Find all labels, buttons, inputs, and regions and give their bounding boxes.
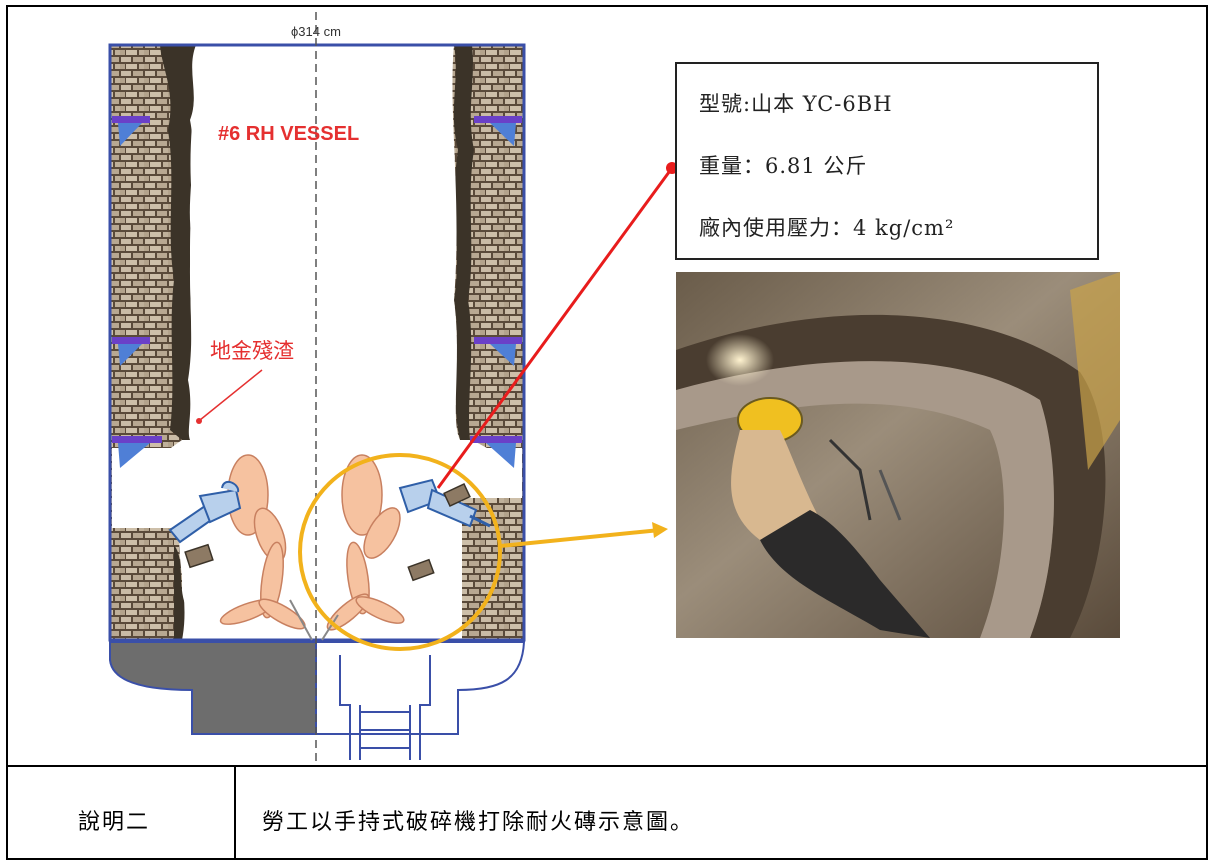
diameter-label: ϕ314 cm (291, 24, 341, 39)
yellow-arrow (499, 522, 668, 548)
spec-weight: 重量：6.81 公斤 (699, 154, 868, 178)
spec-model: 型號:山本 YC-6BH (699, 92, 893, 116)
slag-pointer (199, 369, 263, 421)
slag-pointer-dot (196, 418, 202, 424)
base-ladder (339, 655, 431, 760)
caption-label: 說明二 (78, 810, 151, 835)
highlight-circle (298, 453, 502, 651)
document-frame (6, 5, 1208, 860)
site-photo (676, 272, 1120, 638)
caption-divider (6, 765, 1208, 767)
red-callout-line (436, 167, 674, 489)
spec-pressure: 廠內使用壓力：4 kg/cm² (699, 216, 955, 240)
caption-column-divider (234, 765, 236, 860)
spec-box: 型號:山本 YC-6BH 重量：6.81 公斤 廠內使用壓力：4 kg/cm² (675, 62, 1099, 260)
left-breaker-tool (168, 480, 242, 569)
right-breaker-tool (398, 478, 491, 582)
vessel-outline (108, 43, 526, 642)
wall-anchors (112, 116, 522, 468)
left-worker-figure (219, 454, 313, 641)
right-worker-figure (321, 454, 405, 641)
slag-label: 地金殘渣 (210, 339, 294, 363)
vessel-base-left (109, 641, 317, 735)
caption-text: 勞工以手持式破碎機打除耐火磚示意圖。 (262, 810, 695, 835)
vessel-title: #6 RH VESSEL (218, 123, 359, 145)
